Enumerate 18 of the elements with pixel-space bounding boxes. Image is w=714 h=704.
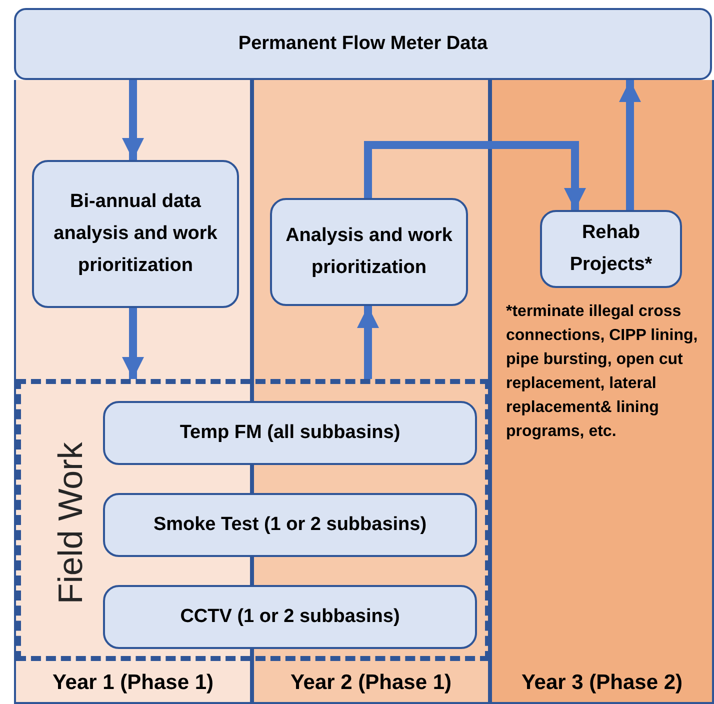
process-box: Smoke Test (1 or 2 subbasins) — [103, 493, 477, 557]
flow-arrow — [364, 141, 586, 210]
flow-arrow — [122, 308, 144, 379]
group-label: Field Work — [54, 441, 88, 606]
flow-arrow — [357, 306, 379, 379]
process-box: CCTV (1 or 2 subbasins) — [103, 585, 477, 649]
process-box: Temp FM (all subbasins) — [103, 401, 477, 465]
column-label: Year 3 (Phase 2) — [520, 670, 684, 696]
process-box: Analysis and work prioritization — [270, 198, 468, 306]
process-box: Bi-annual data analysis and work prioritization — [32, 160, 239, 308]
header-bar: Permanent Flow Meter Data — [14, 8, 712, 80]
flow-arrow — [122, 80, 144, 160]
footnote-text: *terminate illegal cross connections, CIPP lining, pipe bursting, open cut replacement, lateral replacement& lining programs, etc. — [506, 302, 699, 442]
flow-arrow — [619, 80, 641, 210]
column-label: Year 2 (Phase 1) — [289, 670, 453, 696]
year-column — [490, 80, 714, 704]
dashed-group-frame — [16, 379, 490, 661]
column-label: Year 1 (Phase 1) — [51, 670, 215, 696]
